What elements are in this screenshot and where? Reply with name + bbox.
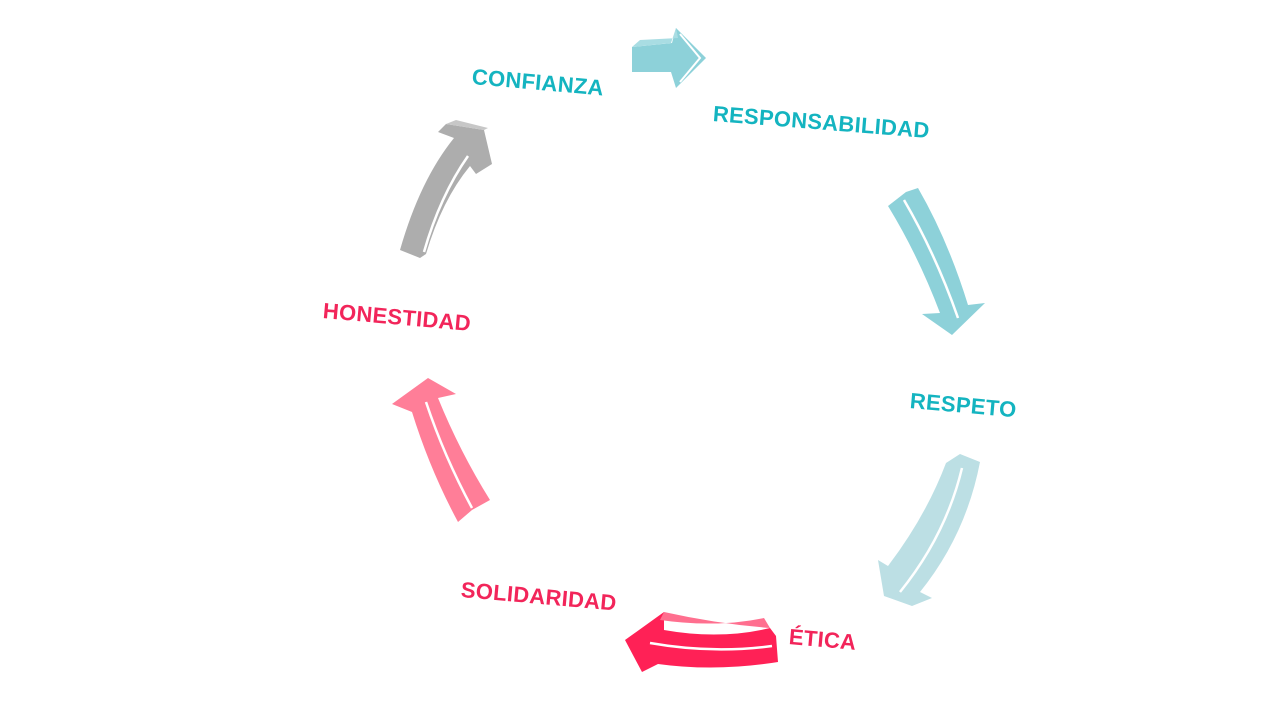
arrow-right-icon	[632, 28, 706, 88]
arrow-curved-left-icon	[625, 612, 778, 672]
label-etica: ÉTICA	[787, 624, 858, 655]
arrow-curved-up-icon	[400, 120, 492, 258]
arrow-curved-down-left-icon	[878, 454, 980, 606]
arrow-curved-up-left-icon	[392, 378, 490, 522]
arrow-curved-down-icon	[888, 188, 985, 335]
